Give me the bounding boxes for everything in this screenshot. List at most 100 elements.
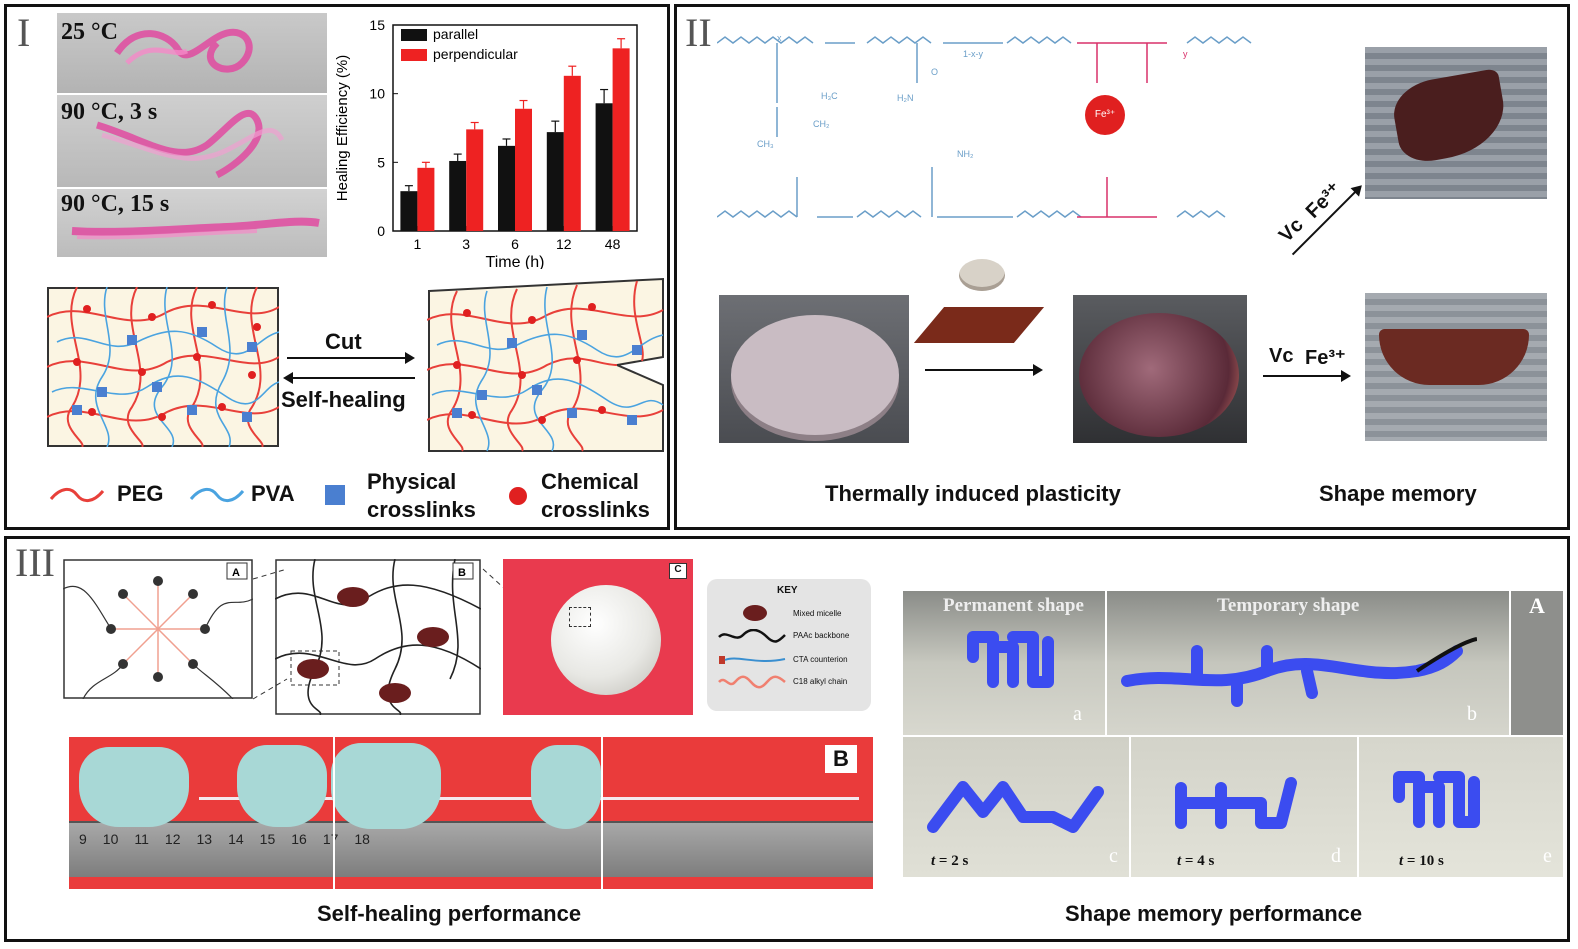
y-tick-label-0: 0 bbox=[377, 223, 385, 239]
x-tick-label-4: 48 bbox=[605, 236, 621, 252]
diagonal-arrow-group: Vc Fe³⁺ bbox=[1258, 149, 1367, 256]
time-symbol-2s: t bbox=[931, 853, 936, 869]
temporary-shape-photo: Temporary shape b bbox=[1107, 591, 1509, 735]
legend-swatch-perpendicular bbox=[401, 49, 427, 61]
y-tick-label-3: 15 bbox=[369, 17, 385, 33]
process-arrow-1-head bbox=[1033, 364, 1043, 376]
network-diagram-cut bbox=[427, 277, 664, 452]
key-item-backbone: PAAc backbone bbox=[793, 631, 850, 640]
pva-legend-label: PVA bbox=[251, 481, 295, 506]
heal-arrow-head bbox=[283, 372, 293, 384]
temporary-shape-label: Temporary shape bbox=[1217, 595, 1360, 616]
chem-label-ch2: CH₂ bbox=[813, 119, 830, 129]
ruler-num-18: 18 bbox=[354, 831, 370, 847]
time-label-10s: t = 10 s bbox=[1399, 853, 1444, 870]
chem-label-h3c: H₃C bbox=[821, 91, 838, 101]
recovery-gel-10s bbox=[1393, 771, 1480, 828]
shape-memory-caption: Shape memory bbox=[1319, 481, 1477, 506]
process-arrow-2-head bbox=[1341, 370, 1351, 382]
legend-label-parallel: parallel bbox=[433, 26, 478, 42]
shape-memory-photo-folded bbox=[1365, 47, 1547, 199]
panel-three-numeral: III bbox=[15, 540, 55, 585]
shape-memory-gray-strip bbox=[1511, 591, 1563, 735]
panel-one-numeral: I bbox=[17, 10, 31, 55]
process-arrow-1 bbox=[925, 369, 1035, 371]
x-tick-label-0: 1 bbox=[414, 236, 422, 252]
temporary-shape-gel bbox=[1121, 637, 1477, 707]
time-value-2s: = 2 s bbox=[935, 853, 969, 869]
strip-divider-1 bbox=[333, 737, 335, 889]
chem-label-h2n: H₂N bbox=[897, 93, 914, 103]
gel-sphere bbox=[551, 585, 661, 695]
cut-arrow-head bbox=[405, 352, 415, 364]
key-item-alkyl: C18 alkyl chain bbox=[793, 677, 848, 686]
recovery-photo-4s: t = 4 s d bbox=[1131, 737, 1357, 877]
recovery-photo-10s: t = 10 s e bbox=[1359, 737, 1563, 877]
time-label-2s: t = 2 s bbox=[931, 853, 968, 870]
recovery-photo-2s: t = 2 s c bbox=[903, 737, 1129, 877]
mixed-micelle-icon bbox=[743, 605, 767, 621]
x-tick-label-2: 6 bbox=[511, 236, 519, 252]
time-value-4s: = 4 s bbox=[1181, 853, 1215, 869]
polymer-structure: x 1-x-y y NH₂ H₂N O CH₂ CH₃ H₃C bbox=[717, 33, 1252, 218]
bar-parallel-48 bbox=[595, 103, 613, 231]
x-tick-label-1: 3 bbox=[462, 236, 470, 252]
sub-label-e: e bbox=[1543, 845, 1552, 867]
legend-label-perpendicular: perpendicular bbox=[433, 46, 518, 62]
chem-label-x1: x bbox=[777, 33, 782, 43]
heal-arrow bbox=[291, 377, 415, 379]
glove-2 bbox=[237, 745, 327, 827]
time-label-4s: t = 4 s bbox=[1177, 853, 1214, 870]
panel-three: III A bbox=[4, 536, 1570, 942]
permanent-shape-gel bbox=[967, 631, 1054, 688]
fiber-photo-1-label: 25 °C bbox=[61, 19, 118, 45]
y-tick-label-2: 10 bbox=[369, 86, 385, 102]
time-symbol-4s: t bbox=[1177, 853, 1182, 869]
small-disc bbox=[959, 259, 1005, 291]
physical-crosslinks-label-1: Physical bbox=[367, 469, 457, 494]
y-axis-label: Healing Efficiency (%) bbox=[334, 55, 351, 201]
sub-label-b: b bbox=[1467, 703, 1477, 725]
tag-big-b: B bbox=[825, 745, 857, 773]
chemical-crosslinks-label-2: crosslinks bbox=[541, 497, 650, 522]
sub-label-a: a bbox=[1073, 703, 1082, 725]
ruler-num-16: 16 bbox=[291, 831, 307, 847]
ruler-num-9: 9 bbox=[79, 831, 87, 847]
fiber-photo-2: 90 °C, 3 s bbox=[57, 95, 327, 187]
chem-label-ch3: CH₃ bbox=[757, 139, 774, 149]
chem-label-nh2: NH₂ bbox=[957, 149, 974, 159]
ruler-num-12: 12 bbox=[164, 831, 181, 847]
vc-label-horizontal: Vc bbox=[1269, 345, 1294, 367]
ruler-num-14: 14 bbox=[228, 831, 244, 847]
fiber-shape-3 bbox=[71, 217, 320, 240]
self-healing-label: Self-healing bbox=[281, 387, 406, 412]
micelle-network-b: B bbox=[275, 559, 481, 715]
micelle-diagram-a: A bbox=[63, 559, 253, 699]
gel-sphere-photo: C bbox=[503, 559, 693, 715]
key-item-micelle: Mixed micelle bbox=[793, 609, 842, 618]
alkyl-chain-icon bbox=[718, 675, 786, 689]
chem-label-y: y bbox=[1183, 49, 1188, 59]
process-arrow-2 bbox=[1263, 375, 1343, 377]
glove-3 bbox=[331, 743, 441, 829]
ruler-num-17: 17 bbox=[322, 831, 339, 847]
bar-perpendicular-1 bbox=[417, 167, 435, 231]
ruler-num-13: 13 bbox=[196, 831, 213, 847]
film-sheet bbox=[913, 307, 1045, 343]
fiber-photo-3-label: 90 °C, 15 s bbox=[61, 191, 170, 217]
strip-divider-2 bbox=[601, 737, 603, 889]
tag-a: A bbox=[232, 567, 240, 579]
bar-parallel-1 bbox=[400, 191, 418, 231]
fe-label-horizontal: Fe³⁺ bbox=[1305, 347, 1346, 369]
network-diagram-intact bbox=[47, 287, 279, 447]
bar-parallel-3 bbox=[449, 160, 467, 231]
x-axis-label: Time (h) bbox=[486, 254, 545, 269]
glove-4 bbox=[531, 745, 601, 829]
cut-arrow bbox=[287, 357, 411, 359]
backbone-icon bbox=[718, 629, 786, 643]
bowl-gel bbox=[1379, 329, 1529, 385]
pva-legend-icon bbox=[189, 488, 245, 502]
folded-gel bbox=[1388, 68, 1512, 166]
glove-1 bbox=[79, 747, 189, 827]
